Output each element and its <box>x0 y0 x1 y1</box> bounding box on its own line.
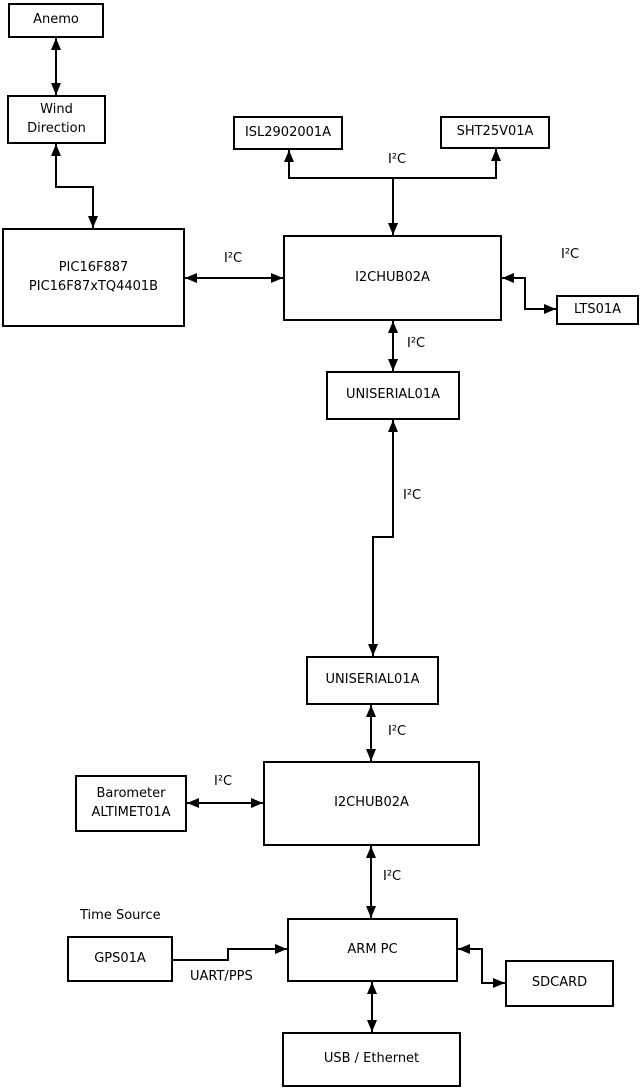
edge-label-i2c-pic-hub: I²C <box>224 251 243 266</box>
node-usb-ethernet: USB / Ethernet <box>282 1032 461 1087</box>
node-isl2902001a: ISL2902001A <box>233 116 343 150</box>
node-anemo: Anemo <box>8 3 104 38</box>
edge-label-i2c-sensor-bus: I²C <box>388 152 407 167</box>
edge-label-i2c-uniserial-link: I²C <box>403 488 422 503</box>
edge-label-i2c-barometer: I²C <box>214 774 233 789</box>
connector-gps-armpc <box>173 944 287 961</box>
label-time-source: Time Source <box>80 908 161 923</box>
edge-label-i2c-armpc: I²C <box>383 869 402 884</box>
node-lts01a: LTS01A <box>556 295 639 325</box>
node-i2chub02a-bottom: I2CHUB02A <box>263 761 480 846</box>
connector-uniserial-top-uniserial-bottom <box>368 420 398 656</box>
node-barometer-altimet01a: Barometer ALTIMET01A <box>75 775 187 832</box>
node-wind-direction: Wind Direction <box>7 95 106 144</box>
node-uniserial01a-bottom: UNISERIAL01A <box>306 656 439 705</box>
connector-armpc-sdcard <box>458 944 505 988</box>
edge-label-uart-pps: UART/PPS <box>190 969 253 984</box>
connector-hub-top-lts <box>502 273 556 314</box>
node-pic16f887: PIC16F887 PIC16F87xTQ4401B <box>2 228 185 327</box>
node-sdcard: SDCARD <box>505 960 614 1007</box>
edge-label-i2c-hub-uniserial: I²C <box>407 336 426 351</box>
edge-label-i2c-lts: I²C <box>561 247 580 262</box>
node-uniserial01a-top: UNISERIAL01A <box>326 371 460 420</box>
node-gps01a: GPS01A <box>67 936 173 982</box>
edge-label-i2c-uniserial-hub: I²C <box>388 724 407 739</box>
connector-wind-pic <box>51 144 98 228</box>
node-i2chub02a-top: I2CHUB02A <box>283 235 502 321</box>
node-arm-pc: ARM PC <box>287 918 458 982</box>
node-sht25v01a: SHT25V01A <box>440 116 550 149</box>
